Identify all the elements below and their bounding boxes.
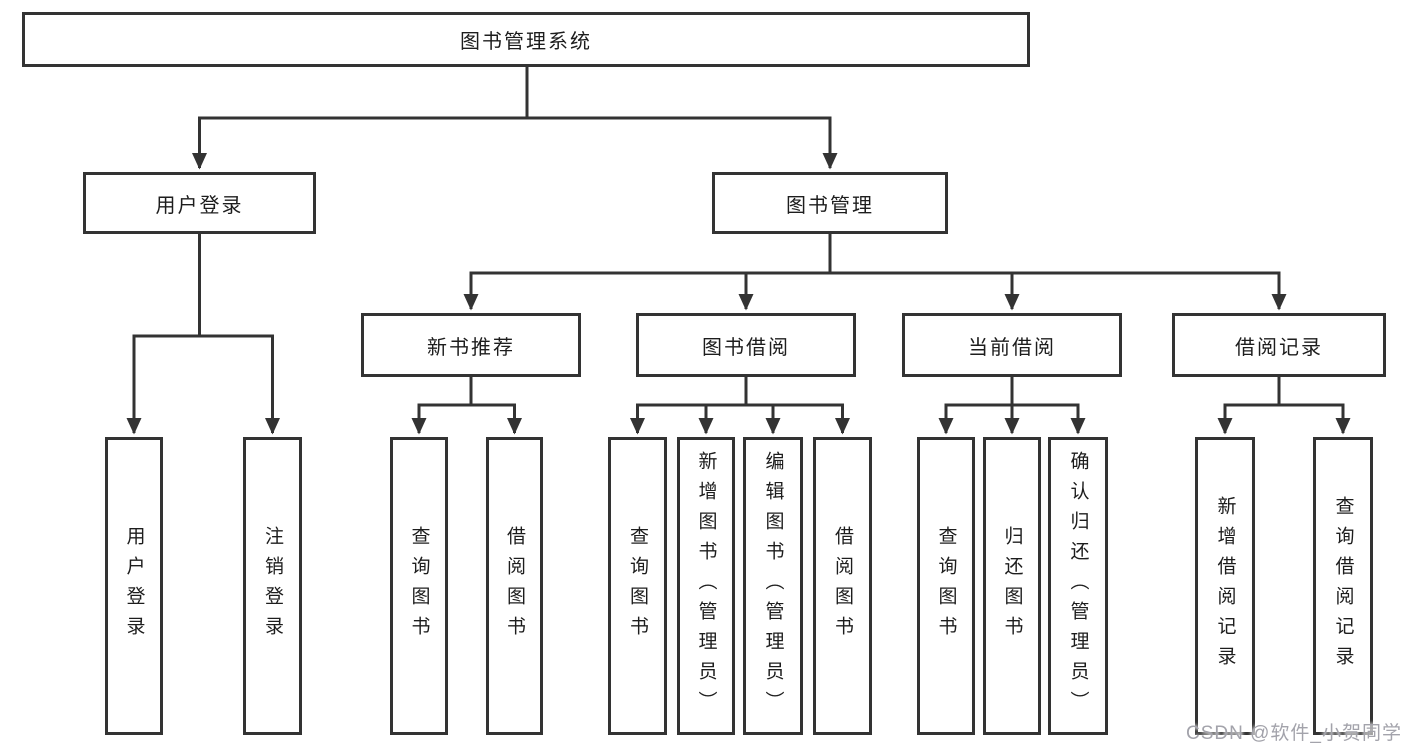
leaf-confirm-return-admin: 确认归还（管理员） xyxy=(1048,437,1108,735)
node-book-borrowing: 图书借阅 xyxy=(636,313,856,377)
node-borrowing-records-label: 借阅记录 xyxy=(1235,336,1323,359)
node-user-login-label: 用户登录 xyxy=(155,194,244,217)
leaf-query-borrow-record: 查询借阅记录 xyxy=(1313,437,1373,735)
node-book-management: 图书管理 xyxy=(712,172,948,234)
leaf-user-login-label: 用户登录 xyxy=(123,526,145,646)
leaf-return-books-label: 归还图书 xyxy=(1001,526,1023,646)
leaf-edit-books-admin-label: 编辑图书（管理员） xyxy=(762,451,784,721)
node-current-borrowing-label: 当前借阅 xyxy=(968,336,1056,359)
leaf-logout-label: 注销登录 xyxy=(262,526,283,646)
leaf-borrow-books-b: 借阅图书 xyxy=(813,437,872,735)
leaf-borrow-books-a: 借阅图书 xyxy=(486,437,543,735)
leaf-borrow-books-a-label: 借阅图书 xyxy=(504,526,525,646)
leaf-query-books-c-label: 查询图书 xyxy=(935,526,957,646)
leaf-add-books-admin-label: 新增图书（管理员） xyxy=(695,451,717,721)
leaf-add-borrow-record: 新增借阅记录 xyxy=(1195,437,1255,735)
node-new-book-recommend-label: 新书推荐 xyxy=(427,336,515,359)
leaf-borrow-books-b-label: 借阅图书 xyxy=(832,526,853,646)
leaf-query-books-a: 查询图书 xyxy=(390,437,448,735)
leaf-confirm-return-admin-label: 确认归还（管理员） xyxy=(1067,451,1089,721)
connector-trunks xyxy=(132,66,1345,407)
node-new-book-recommend: 新书推荐 xyxy=(361,313,581,377)
leaf-query-books-a-label: 查询图书 xyxy=(408,526,430,646)
node-current-borrowing: 当前借阅 xyxy=(902,313,1122,377)
node-user-login: 用户登录 xyxy=(83,172,316,234)
leaf-user-login: 用户登录 xyxy=(105,437,163,735)
leaf-edit-books-admin: 编辑图书（管理员） xyxy=(743,437,803,735)
leaf-query-books-b-label: 查询图书 xyxy=(627,526,648,646)
leaf-query-books-b: 查询图书 xyxy=(608,437,667,735)
node-book-borrowing-label: 图书借阅 xyxy=(702,336,790,359)
node-root: 图书管理系统 xyxy=(22,12,1030,67)
leaf-add-borrow-record-label: 新增借阅记录 xyxy=(1214,496,1236,676)
leaf-query-books-c: 查询图书 xyxy=(917,437,975,735)
leaf-query-borrow-record-label: 查询借阅记录 xyxy=(1332,496,1354,676)
node-book-management-label: 图书管理 xyxy=(786,194,874,217)
node-borrowing-records: 借阅记录 xyxy=(1172,313,1386,377)
leaf-return-books: 归还图书 xyxy=(983,437,1041,735)
node-root-label: 图书管理系统 xyxy=(460,31,592,53)
watermark: CSDN @软件_小贺同学 xyxy=(1186,723,1402,744)
leaf-logout: 注销登录 xyxy=(243,437,302,735)
leaf-add-books-admin: 新增图书（管理员） xyxy=(677,437,735,735)
